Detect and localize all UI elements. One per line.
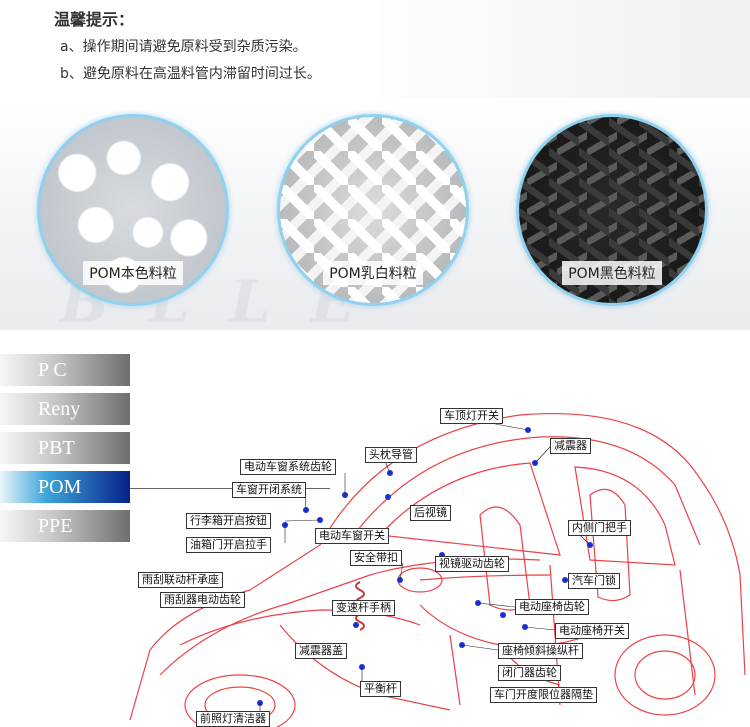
callout-dome-light-switch: 车顶灯开关 <box>440 408 503 424</box>
callout-power-window-switch: 电动车窗开关 <box>315 528 389 544</box>
tab-pc[interactable]: P C <box>0 354 130 386</box>
callout-mirror-drive-gear: 视镜驱动齿轮 <box>435 556 509 572</box>
tab-pbt[interactable]: PBT <box>0 432 130 464</box>
pellet-label: POM黑色料粒 <box>562 261 662 285</box>
callout-stabilizer-bar: 平衡杆 <box>360 681 401 697</box>
tab-pom[interactable]: POM <box>0 471 130 503</box>
callout-wiper-link-bearing: 雨刮联动杆承座 <box>138 572 223 588</box>
material-tabs: P C Reny PBT POM PPE <box>0 354 130 549</box>
callout-power-seat-gear: 电动座椅齿轮 <box>515 599 589 615</box>
pom-milky-white-pellet-image: POM乳白料粒 <box>277 114 469 306</box>
callout-seat-belt-buckle: 安全带扣 <box>350 550 402 566</box>
pellet-label: POM乳白料粒 <box>323 261 423 285</box>
callout-rear-mirror: 后视镜 <box>410 505 451 521</box>
callout-shock-absorber-top: 减震器 <box>550 438 591 454</box>
pom-natural-pellet-image: POM本色料粒 <box>37 114 229 306</box>
callout-window-system: 车窗开闭系统 <box>232 482 306 498</box>
callout-power-seat-switch: 电动座椅开关 <box>555 623 629 639</box>
notice-line-b: b、避免原料在高温料管内滞留时间过长。 <box>60 66 321 82</box>
callout-power-window-gear: 电动车窗系统齿轮 <box>240 459 336 475</box>
notice-banner: 温馨提示： a、操作期间请避免原料受到杂质污染。 b、避免原料在高温料管内滞留时… <box>0 0 750 98</box>
callout-seat-recline-lever: 座椅倾斜操纵杆 <box>498 643 583 659</box>
tab-ppe[interactable]: PPE <box>0 510 130 542</box>
callout-shock-absorber-cap: 减震器盖 <box>295 643 347 659</box>
tab-reny[interactable]: Reny <box>0 393 130 425</box>
pom-black-pellet-image: POM黑色料粒 <box>516 114 708 306</box>
callout-shift-knob: 变速杆手柄 <box>332 600 395 616</box>
pellet-showcase: BLLE POM本色料粒 POM乳白料粒 POM黑色料粒 <box>0 98 750 330</box>
notice-line-a: a、操作期间请避免原料受到杂质污染。 <box>60 39 307 55</box>
callout-car-door-lock: 汽车门锁 <box>568 573 620 589</box>
callout-door-closer-gear: 闭门器齿轮 <box>498 665 561 681</box>
callout-door-stop-spacer: 车门开度限位器隔垫 <box>490 687 597 703</box>
notice-card: 温馨提示： a、操作期间请避免原料受到杂质污染。 b、避免原料在高温料管内滞留时… <box>0 0 378 98</box>
callout-inner-door-handle: 内侧门把手 <box>568 520 631 536</box>
notice-title: 温馨提示： <box>54 10 135 29</box>
tab-connector-line <box>130 488 330 489</box>
callout-headrest-guide: 头枕导管 <box>365 447 417 463</box>
car-parts-diagram: 车顶灯开关 减震器 头枕导管 电动车窗系统齿轮 车窗开闭系统 后视镜 行李箱开启… <box>120 375 750 727</box>
callout-trunk-button: 行李箱开启按钮 <box>186 513 271 529</box>
callout-wiper-motor-gear: 雨刮器电动齿轮 <box>160 592 245 608</box>
pellet-label: POM本色料粒 <box>83 261 183 285</box>
callout-fuel-door-handle: 油箱门开启拉手 <box>186 537 271 553</box>
callout-headlight-washer: 前照灯清洁器 <box>196 711 270 727</box>
